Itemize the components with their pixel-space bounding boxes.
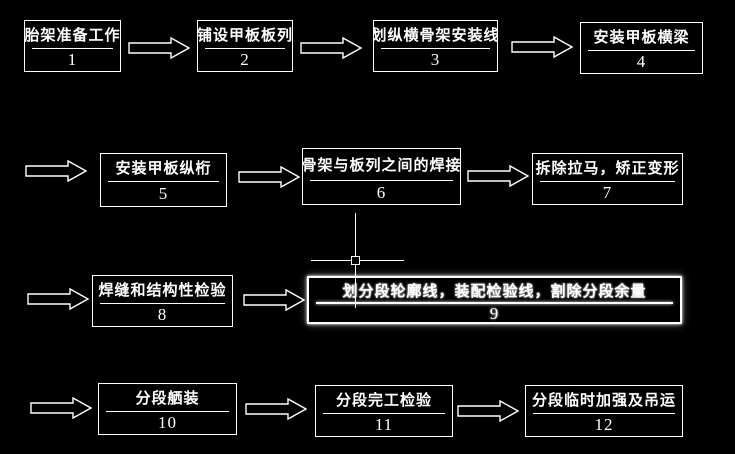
flow-box-divider (310, 180, 453, 181)
flow-arrow[interactable] (25, 159, 87, 183)
flow-box-2-number: 2 (240, 50, 250, 69)
flow-box-2-title: 铺设甲板板列 (198, 27, 292, 44)
flow-box-divider (316, 302, 673, 304)
flow-box-6-title: 骨架与板列之间的焊接 (303, 157, 460, 174)
flow-box-6[interactable]: 骨架与板列之间的焊接 6 (302, 148, 461, 205)
flow-box-divider (205, 48, 285, 49)
flow-box-7-title: 拆除拉马，矫正变形 (535, 160, 680, 177)
crosshair-pickbox-icon (351, 256, 360, 265)
flow-box-7[interactable]: 拆除拉马，矫正变形 7 (532, 153, 683, 205)
flow-box-6-number: 6 (376, 182, 387, 202)
flow-box-7-number: 7 (602, 183, 613, 202)
flow-box-3[interactable]: 划纵横骨架安装线 3 (373, 20, 498, 72)
flow-box-10-number: 10 (158, 413, 177, 432)
flow-box-divider (32, 48, 113, 49)
flow-box-1-number: 1 (67, 50, 78, 69)
flow-box-5-title: 安装甲板纵桁 (115, 160, 212, 177)
flow-box-divider (533, 413, 675, 414)
flow-arrow[interactable] (467, 164, 529, 188)
flow-box-8[interactable]: 焊缝和结构性检验 8 (92, 275, 233, 327)
flow-box-8-number: 8 (157, 305, 168, 324)
flow-box-9-selected[interactable]: 划分段轮廓线，装配检验线，割除分段余量 9 (307, 276, 682, 324)
flow-arrow[interactable] (457, 399, 519, 423)
flow-box-1[interactable]: 胎架准备工作 1 (24, 20, 121, 72)
flow-box-4[interactable]: 安装甲板横梁 4 (580, 22, 703, 74)
flow-arrow[interactable] (238, 165, 300, 189)
flow-box-divider (588, 50, 695, 51)
flow-arrow[interactable] (245, 397, 307, 421)
flow-box-divider (540, 181, 675, 182)
flow-arrow[interactable] (300, 36, 362, 60)
flow-box-12-title: 分段临时加强及吊运 (531, 392, 676, 409)
flow-box-5-number: 5 (158, 184, 169, 203)
flow-box-11-number: 11 (374, 415, 394, 434)
flow-box-3-number: 3 (430, 50, 441, 69)
flow-box-8-title: 焊缝和结构性检验 (98, 282, 227, 299)
flow-box-3-title: 划纵横骨架安装线 (374, 27, 497, 44)
flow-box-1-title: 胎架准备工作 (25, 27, 120, 44)
flow-box-11[interactable]: 分段完工检验 11 (315, 385, 453, 437)
flow-box-divider (108, 181, 219, 182)
flow-box-10-title: 分段舾装 (135, 390, 200, 407)
flow-box-divider (323, 413, 445, 414)
flow-box-5[interactable]: 安装甲板纵桁 5 (100, 153, 227, 207)
flow-box-12[interactable]: 分段临时加强及吊运 12 (525, 385, 683, 437)
flow-box-4-number: 4 (636, 52, 647, 71)
flow-box-4-title: 安装甲板横梁 (593, 29, 690, 46)
flow-box-12-number: 12 (594, 415, 614, 434)
flow-box-divider (381, 48, 490, 49)
flow-box-9-number: 9 (489, 304, 500, 323)
flow-box-2[interactable]: 铺设甲板板列 2 (197, 20, 293, 72)
flow-arrow[interactable] (511, 35, 573, 59)
flow-arrow[interactable] (30, 396, 92, 420)
flow-arrow[interactable] (128, 36, 190, 60)
flow-box-10[interactable]: 分段舾装 10 (98, 383, 237, 435)
flow-box-divider (106, 411, 229, 412)
flow-arrow[interactable] (243, 288, 305, 312)
flow-box-divider (100, 303, 225, 304)
flow-arrow[interactable] (27, 287, 89, 311)
flow-box-9-title: 划分段轮廓线，装配检验线，割除分段余量 (342, 282, 647, 300)
flow-box-11-title: 分段完工检验 (335, 392, 432, 409)
